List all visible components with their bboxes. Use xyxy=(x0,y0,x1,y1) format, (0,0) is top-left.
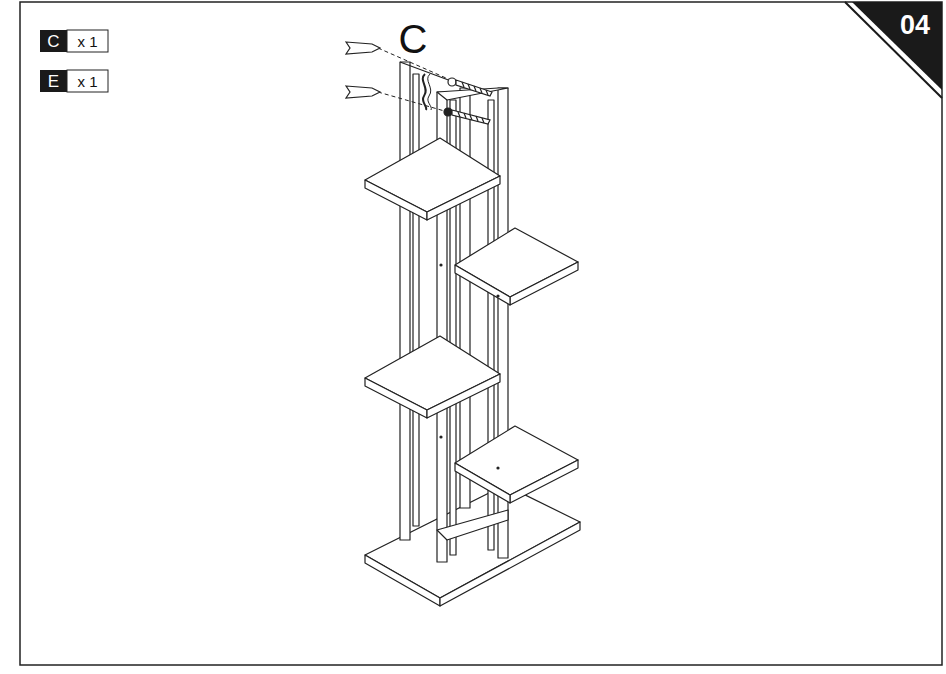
part-letter: C xyxy=(40,30,67,52)
qty-chip xyxy=(67,70,108,92)
shelf-edge xyxy=(365,378,427,418)
shelf-edge xyxy=(427,176,500,220)
part-chip xyxy=(40,70,67,92)
shelf-top xyxy=(365,138,500,212)
shelf-edge xyxy=(455,265,510,305)
qty-chip xyxy=(67,30,108,52)
shelf-top xyxy=(365,336,500,410)
step-tab-edge xyxy=(845,2,942,98)
base-edge xyxy=(365,555,440,606)
back-post xyxy=(400,62,410,540)
front-rail xyxy=(437,510,508,540)
back-post xyxy=(413,74,419,526)
wall-anchor xyxy=(346,42,380,98)
part-letter: E xyxy=(40,70,67,92)
part-callout: C xyxy=(393,18,433,60)
step-number: 04 xyxy=(892,8,938,42)
page-frame xyxy=(20,2,942,665)
shelf-edge xyxy=(455,463,510,503)
screw xyxy=(444,78,492,124)
quantity: x 1 xyxy=(67,30,108,52)
shelf-edge xyxy=(510,262,578,305)
shelf-edge xyxy=(427,374,500,418)
shelf-edge xyxy=(510,460,578,503)
part-chip xyxy=(40,30,67,52)
shelf-edge xyxy=(365,180,427,220)
shelf-top xyxy=(455,426,578,495)
quantity: x 1 xyxy=(67,70,108,92)
step-tab xyxy=(852,2,942,90)
shelf-top xyxy=(455,228,578,297)
